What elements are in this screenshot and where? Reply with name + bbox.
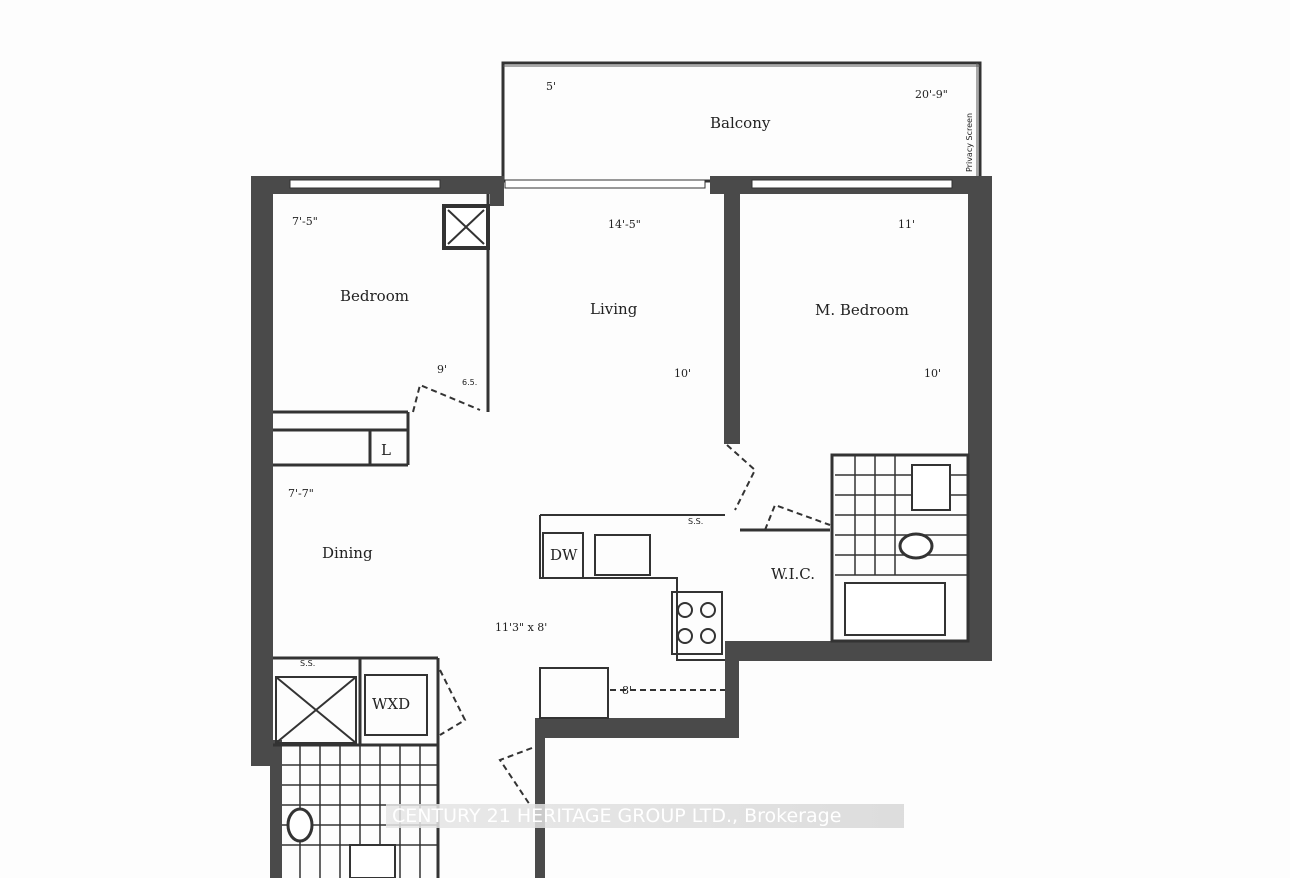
dining-width: 7'-7" (288, 487, 314, 500)
powder-room-tiles (282, 745, 438, 878)
bathroom-tiles (835, 455, 968, 636)
exterior-walls (251, 176, 992, 878)
wic-label: W.I.C. (771, 565, 815, 583)
linen-label: L (381, 441, 391, 459)
shaft-icon (442, 204, 490, 250)
kitchen-counter (539, 514, 725, 719)
master-bedroom-depth: 10' (924, 367, 941, 380)
door-swings (412, 383, 831, 806)
bedroom-width: 7'-5" (292, 215, 318, 228)
kitchen-dim: 11'3" x 8' (495, 621, 547, 634)
brokerage-watermark: CENTURY 21 HERITAGE GROUP LTD., Brokerag… (386, 804, 904, 828)
dining-label: Dining (322, 544, 373, 562)
closet-mark: 6.5. (462, 378, 477, 387)
balcony-width: 20'-9" (915, 88, 948, 101)
bath-shelf-mark: S.S. (300, 659, 315, 668)
master-bedroom-width: 11' (898, 218, 915, 231)
balcony-depth: 5' (546, 80, 556, 93)
living-width: 14'-5" (608, 218, 641, 231)
dishwasher-label: DW (550, 546, 578, 564)
counter-dim: 8' (622, 684, 632, 697)
balcony-label: Balcony (710, 114, 771, 132)
master-bedroom-label: M. Bedroom (815, 301, 909, 319)
living-depth: 10' (674, 367, 691, 380)
bedroom-depth: 9' (437, 363, 447, 376)
washer-dryer-icon (364, 674, 428, 736)
living-label: Living (590, 300, 638, 318)
windows (289, 179, 953, 189)
privacy-screen-label: Privacy Screen (965, 113, 974, 172)
kitchen-shelf-mark: S.S. (688, 517, 703, 526)
laundry-label: WXD (372, 695, 410, 713)
shower-icon (275, 676, 357, 744)
bedroom-label: Bedroom (340, 287, 409, 305)
